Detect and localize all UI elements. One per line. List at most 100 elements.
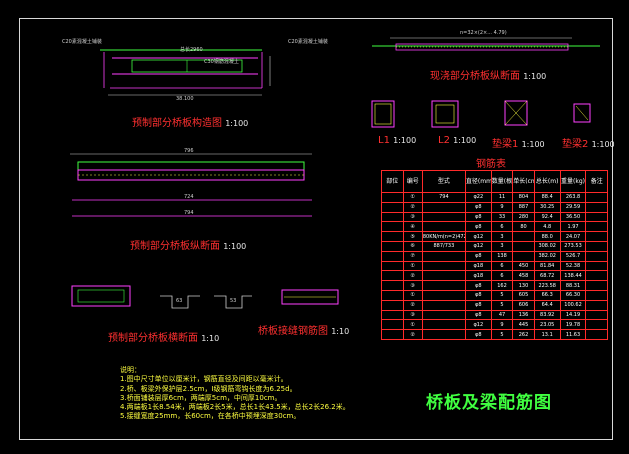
rebar-table-cell: 445 <box>512 319 535 331</box>
rebar-table-cell: 36.50 <box>559 211 587 223</box>
rebar-table-cell <box>421 299 466 311</box>
pad-beam1-caption: 垫梁1 1:100 <box>492 139 545 150</box>
rebar-table-cell <box>421 250 466 262</box>
rebar-table-cell <box>381 192 404 203</box>
rebar-table-cell: ② <box>402 201 423 213</box>
rebar-table-cell <box>381 309 404 321</box>
prefab-structure-right-label: C20素混凝土铺装 <box>288 39 328 45</box>
rebar-table-cell: ③ <box>402 309 423 321</box>
rebar-table-cell: 83.92 <box>533 309 561 321</box>
rebar-table-cell: 280 <box>512 211 535 223</box>
rebar-table-cell: 47 <box>490 309 514 321</box>
prefab-cross-view <box>71 285 252 309</box>
rebar-table-cell: 794 <box>421 192 466 203</box>
beam-sections <box>371 100 591 128</box>
rebar-table-cell <box>585 299 608 311</box>
rebar-table-cell: φ8 <box>464 250 492 262</box>
rebar-table-cell: φ18 <box>464 270 492 282</box>
rebar-table-cell <box>421 211 466 223</box>
rebar-table-cell: 273.53 <box>559 240 587 252</box>
drawing-title: 桥板及梁配筋图 <box>426 393 552 413</box>
joint-view <box>281 289 339 305</box>
prefab-long-view <box>70 153 312 217</box>
rebar-table-cell <box>421 270 466 282</box>
pad-beam2-caption: 垫梁2 1:100 <box>562 139 615 150</box>
rebar-table-cell: 13.1 <box>533 329 561 340</box>
rebar-table-cell <box>585 329 608 340</box>
rebar-table-cell: 88.4 <box>533 192 561 203</box>
rebar-table-cell: 458 <box>512 270 535 282</box>
rebar-table-cell: φ8 <box>464 289 492 301</box>
prefab-cross-caption: 预制部分桥板横断面 1:10 <box>108 333 220 344</box>
rebar-table-cell: φ12 <box>464 319 492 331</box>
header-cell: 部位 <box>381 170 404 193</box>
prefab-structure-dim-top: 总长2960 <box>180 47 203 53</box>
rebar-table-cell: 887/733 <box>421 240 466 252</box>
rebar-table-cell: 80 <box>512 221 535 233</box>
rebar-table-cell: ① <box>402 319 423 331</box>
prefab-long-caption: 预制部分桥板纵断面 1:100 <box>130 241 247 252</box>
prefab-structure-mid-label: C30钢筋混凝土 <box>204 59 239 65</box>
rebar-table-cell <box>421 221 466 233</box>
prefab-cross-dim-2: 53 <box>230 298 237 304</box>
rebar-table-cell: 4.8 <box>533 221 561 233</box>
rebar-table-cell <box>381 201 404 213</box>
beam-l2-caption: L2 1:100 <box>438 135 477 146</box>
prefab-long-dim-top: 796 <box>184 148 194 154</box>
rebar-table-cell: 100.62 <box>559 299 587 311</box>
rebar-table-cell: 526.7 <box>559 250 587 262</box>
rebar-table-cell: 19.78 <box>559 319 587 331</box>
rebar-table-cell <box>585 201 608 213</box>
rebar-table-cell: ② <box>402 270 423 282</box>
rebar-table-cell <box>512 231 535 242</box>
rebar-table-cell: 5 <box>490 299 514 311</box>
rebar-table-cell: 64.4 <box>533 299 561 311</box>
cast-long-view <box>372 37 600 51</box>
rebar-table-cell: 804 <box>512 192 535 203</box>
rebar-table-cell: 11.63 <box>559 329 587 340</box>
rebar-table-cell: ① <box>402 192 423 203</box>
rebar-table-cell: 9 <box>490 319 514 331</box>
rebar-table-cell: φ8 <box>464 329 492 340</box>
header-cell: 重量(kg) <box>559 170 587 193</box>
header-cell: 编号 <box>402 170 423 193</box>
prefab-cross-dim-1: 63 <box>176 298 183 304</box>
prefab-long-dim-mid: 724 <box>184 194 194 200</box>
rebar-table-cell: 130 <box>512 280 535 291</box>
rebar-table-cell <box>381 289 404 301</box>
rebar-table-cell: 66.3 <box>533 289 561 301</box>
rebar-table-cell <box>381 250 404 262</box>
rebar-table-header: 部位 编号 型式 直径(mm) 数量(根) 单长(cm) 总长(m) 重量(kg… <box>381 170 608 193</box>
rebar-table-cell: 66.30 <box>559 289 587 301</box>
rebar-table-cell: ① <box>402 260 423 272</box>
rebar-table: 部位 编号 型式 直径(mm) 数量(根) 单长(cm) 总长(m) 重量(kg… <box>381 170 608 340</box>
beam-l1-caption: L1 1:100 <box>378 135 417 146</box>
rebar-table-cell: ② <box>402 299 423 311</box>
rebar-table-cell: 92.4 <box>533 211 561 223</box>
rebar-table-cell: φ8 <box>464 201 492 213</box>
rebar-table-cell: 382.02 <box>533 250 561 262</box>
rebar-table-cell <box>421 289 466 301</box>
joint-caption: 桥板接缝钢筋图 1:10 <box>258 326 350 337</box>
rebar-table-cell: ① <box>402 289 423 301</box>
rebar-table-cell <box>381 329 404 340</box>
rebar-table-cell: 138 <box>490 250 514 262</box>
header-cell: 型式 <box>421 170 466 193</box>
rebar-table-cell: 1.97 <box>559 221 587 233</box>
note-line: 1.图中尺寸单位以厘米计，钢筋直径及间距以毫米计。 <box>120 375 288 384</box>
rebar-table-cell <box>381 260 404 272</box>
rebar-table-cell: φ8 <box>464 280 492 291</box>
rebar-table-cell: φ18 <box>464 260 492 272</box>
rebar-table-cell <box>585 240 608 252</box>
rebar-table-cell <box>381 319 404 331</box>
rebar-table-cell: φ12 <box>464 240 492 252</box>
rebar-table-cell <box>421 319 466 331</box>
rebar-table-cell: 450 <box>512 260 535 272</box>
